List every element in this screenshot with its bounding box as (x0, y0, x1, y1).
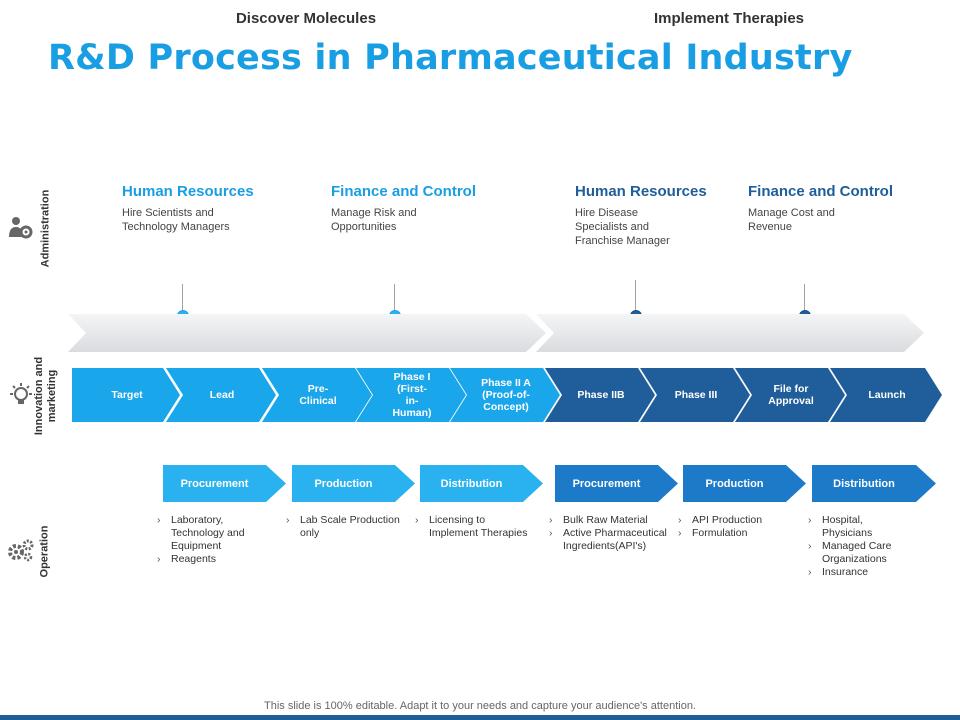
list-item: › Insurance (808, 566, 912, 579)
admin-heading: Finance and Control (748, 183, 894, 200)
list-item-text: Managed Care Organizations (822, 540, 892, 565)
phase-chevron: Phase I(First-in-Human) (356, 368, 466, 422)
list-item-text: Reagents (171, 553, 216, 565)
chevron-right-icon: › (157, 514, 161, 526)
pin-line (804, 284, 805, 314)
band-discover-molecules (68, 314, 546, 352)
band-label: Implement Therapies (653, 10, 805, 27)
phase-chevron: Lead (166, 368, 276, 422)
operation-list: › Lab Scale Production only (286, 514, 404, 540)
list-item-text: Active Pharmaceutical Ingredients(API's) (563, 527, 667, 552)
operation-box: Distribution (420, 465, 543, 502)
operation-box: Procurement (163, 465, 286, 502)
admin-item: Human Resources Hire Disease Specialists… (575, 183, 745, 248)
operation-list: › Hospital, Physicians › Managed Care Orga… (808, 514, 912, 579)
admin-item: Human Resources Hire Scientists and Tech… (122, 183, 292, 234)
list-item: › Active Pharmaceutical Ingredients(API's… (549, 527, 673, 553)
list-item: › API Production (678, 514, 796, 527)
list-item-text: Hospital, Physicians (822, 514, 873, 539)
chevron-right-icon: › (157, 553, 161, 565)
admin-heading: Human Resources (122, 183, 254, 200)
operation-box: Distribution (812, 465, 936, 502)
people-gear-icon (9, 217, 33, 239)
row-label-administration: Administration (39, 189, 52, 268)
list-item: › Lab Scale Production only (286, 514, 404, 540)
admin-heading: Human Resources (575, 183, 707, 200)
list-item-text: API Production (692, 514, 763, 526)
phase-chevron: Phase III (640, 368, 750, 422)
chevron-right-icon: › (549, 514, 553, 526)
operation-box: Production (683, 465, 806, 502)
admin-description: Hire Disease Specialists and Franchise M… (575, 207, 670, 247)
list-item: › Bulk Raw Material (549, 514, 673, 527)
chevron-right-icon: › (808, 540, 812, 552)
list-item-text: Formulation (692, 527, 748, 539)
chevron-right-icon: › (549, 527, 553, 539)
admin-item: Finance and Control Manage Cost and Reve… (748, 183, 918, 234)
gears-icon (8, 539, 34, 562)
chevron-right-icon: › (808, 566, 812, 578)
phase-chevron: Phase II A(Proof-of-Concept) (450, 368, 560, 422)
admin-heading: Finance and Control (331, 183, 477, 200)
footer-note: This slide is 100% editable. Adapt it to… (264, 700, 696, 712)
lightbulb-icon (10, 383, 32, 404)
chevron-right-icon: › (415, 514, 419, 526)
phase-chevron: Pre-Clinical (262, 368, 372, 422)
admin-item: Finance and Control Manage Risk and Oppo… (331, 183, 501, 234)
admin-description: Manage Risk and Opportunities (331, 207, 417, 233)
phase-chevron: Target (72, 368, 180, 422)
list-item: › Formulation (678, 527, 796, 540)
admin-description: Hire Scientists and Technology Managers (122, 207, 230, 233)
list-item: › Reagents (157, 553, 275, 566)
operation-list: › API Production › Formulation (678, 514, 796, 540)
list-item-text: Licensing to Implement Therapies (429, 514, 528, 539)
list-item-text: Bulk Raw Material (563, 514, 648, 526)
phase-chevron: Phase IIB (545, 368, 655, 422)
operation-list: › Licensing to Implement Therapies (415, 514, 533, 540)
pin-line (635, 280, 636, 314)
band-label: Discover Molecules (235, 10, 377, 27)
operation-list: › Bulk Raw Material › Active Pharmaceutica… (549, 514, 673, 553)
band-implement-therapies (536, 314, 924, 352)
row-label-innovation: Innovation and marketing (33, 356, 58, 436)
chevron-right-icon: › (678, 527, 682, 539)
operation-list: › Laboratory, Technology and Equipment › R… (157, 514, 275, 566)
chevron-right-icon: › (808, 514, 812, 526)
admin-description: Manage Cost and Revenue (748, 207, 835, 233)
list-item: › Hospital, Physicians (808, 514, 912, 540)
list-item-text: Insurance (822, 566, 869, 578)
list-item: › Laboratory, Technology and Equipment (157, 514, 275, 553)
operation-box: Production (292, 465, 415, 502)
list-item: › Managed Care Organizations (808, 540, 912, 566)
pin-line (394, 284, 395, 314)
list-item-text: Laboratory, Technology and Equipment (171, 514, 245, 552)
chevron-right-icon: › (286, 514, 290, 526)
list-item-text: Lab Scale Production only (300, 514, 400, 539)
operation-box: Procurement (555, 465, 678, 502)
row-label-operation: Operation (38, 525, 51, 578)
list-item: › Licensing to Implement Therapies (415, 514, 533, 540)
bottom-bar (0, 715, 960, 720)
pin-line (182, 284, 183, 314)
chevron-right-icon: › (678, 514, 682, 526)
page-title: R&D Process in Pharmaceutical Industry (48, 38, 853, 78)
phase-chevron: Launch (830, 368, 942, 422)
